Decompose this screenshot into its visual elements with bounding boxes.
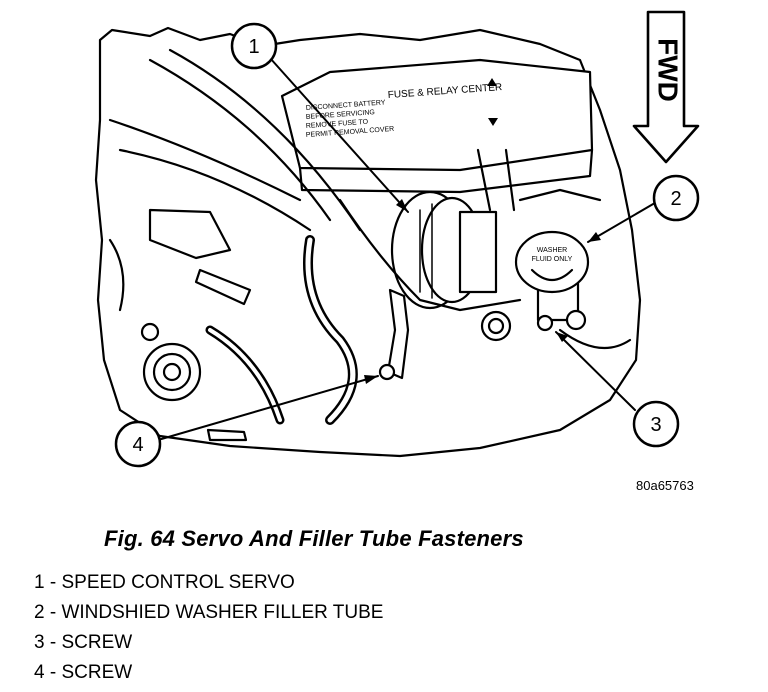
reservoir-cap [142, 342, 202, 402]
leader-line-2 [587, 199, 661, 243]
svg-text:2: 2 [670, 188, 681, 210]
legend-list: 1 - SPEED CONTROL SERVO 2 - WINDSHIED WA… [34, 568, 383, 688]
washer-filler-tube [514, 230, 590, 322]
washer-cap-line2: FLUID ONLY [532, 256, 573, 263]
engine-compartment-illustration: FUSE & RELAY CENTER DISCONNECT BATTERY B… [94, 10, 700, 493]
image-code: 80a65763 [636, 478, 694, 493]
fuse-relay-center [280, 58, 594, 172]
legend-item: 4 - SCREW [34, 662, 133, 683]
svg-text:1: 1 [248, 36, 259, 58]
legend-number: 1 [34, 572, 45, 593]
legend-item: 1 - SPEED CONTROL SERVO [34, 572, 295, 593]
callout-4: 4 [114, 420, 162, 468]
leader-line-3 [555, 331, 636, 411]
servo-bracket [386, 288, 410, 380]
screw-4-head [378, 363, 396, 381]
fuse-box-line2: BEFORE SERVICING [306, 109, 375, 121]
svg-text:4: 4 [132, 434, 143, 456]
callout-1: 1 [230, 22, 278, 70]
callout-2: 2 [652, 174, 700, 222]
legend-number: 2 [34, 602, 45, 623]
fuse-box-line3: REMOVE FUSE TO [306, 119, 369, 130]
leader-line-1 [269, 57, 409, 213]
legend-item: 3 - SCREW [34, 632, 133, 653]
legend-item: 2 - WINDSHIED WASHER FILLER TUBE [34, 602, 384, 623]
callout-3: 3 [632, 400, 680, 448]
legend-text: WINDSHIED WASHER FILLER TUBE [61, 602, 384, 623]
fwd-label: FWD [653, 38, 684, 102]
fuse-box-down-icon [488, 118, 498, 126]
washer-cap-line1: WASHER [537, 247, 567, 254]
leader-line-4 [157, 375, 379, 441]
legend-number: 3 [34, 632, 45, 653]
legend-text: SPEED CONTROL SERVO [61, 572, 295, 593]
legend-text: SCREW [61, 632, 133, 653]
legend-text: SCREW [61, 662, 133, 683]
svg-text:3: 3 [650, 414, 661, 436]
fuse-box-up-icon [487, 78, 497, 86]
screw-3-head [536, 314, 554, 332]
speed-control-servo [390, 190, 498, 310]
fwd-arrow [632, 10, 700, 164]
legend-number: 4 [34, 662, 45, 683]
figure-caption: Fig. 64 Servo And Filler Tube Fasteners [104, 526, 524, 551]
